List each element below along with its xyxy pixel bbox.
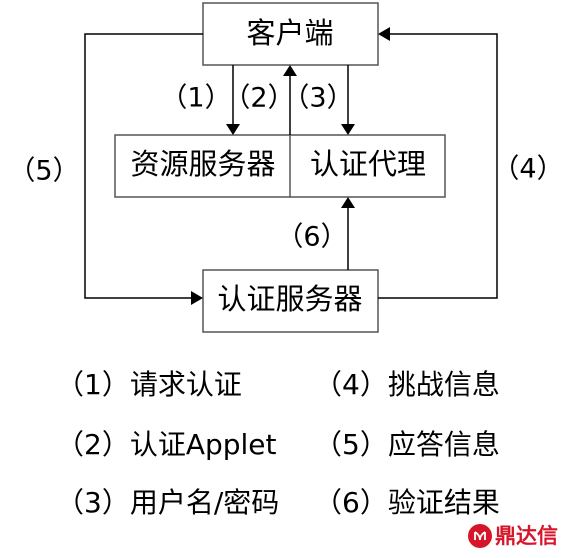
edge-label-4: （4） — [492, 154, 563, 185]
watermark-logo: 鼎达信 — [468, 523, 558, 549]
arrow-2-head — [283, 65, 297, 76]
auth-server-box — [202, 269, 379, 333]
resource-server-label: 资源服务器 — [130, 147, 275, 181]
arrow-3-head — [341, 124, 355, 135]
legend-item-1: （1）请求认证 — [56, 368, 242, 401]
legend-item-5: （5）应答信息 — [314, 428, 500, 461]
server-proxy-box — [114, 134, 446, 198]
legend-item-6: （6）验证结果 — [314, 486, 500, 519]
edge-label-3: （3） — [282, 83, 353, 114]
arrow-4-line — [378, 33, 498, 299]
client-box — [202, 2, 379, 66]
arrow-1-head — [226, 124, 240, 135]
arrow-5-line — [84, 33, 203, 299]
logo-text: 鼎达信 — [495, 524, 558, 548]
arrow-5-head — [191, 291, 203, 305]
edge-label-5: （5） — [8, 156, 79, 187]
legend-item-3: （3）用户名/密码 — [56, 486, 280, 519]
legend-item-2: （2）认证Applet — [56, 428, 277, 461]
client-label: 客户端 — [246, 16, 333, 50]
edge-label-6: （6） — [276, 222, 347, 253]
legend-item-4: （4）挑战信息 — [314, 368, 500, 401]
logo-icon — [468, 524, 492, 548]
arrow-4-head — [378, 27, 390, 41]
edge-label-2: （2） — [223, 83, 294, 114]
arrow-6-head — [341, 197, 355, 208]
auth-proxy-label: 认证代理 — [310, 147, 426, 181]
auth-server-label: 认证服务器 — [217, 282, 362, 316]
edge-label-1: （1） — [160, 83, 231, 114]
